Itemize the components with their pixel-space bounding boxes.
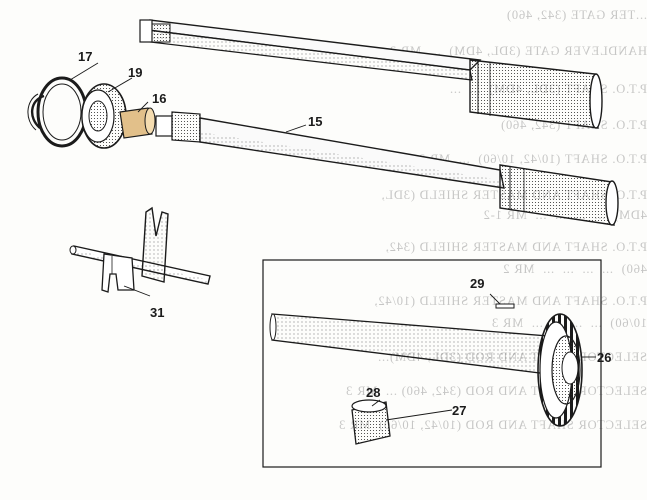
assembly-frame: [262, 259, 602, 468]
callout-19: 19: [128, 65, 143, 80]
circlip: [27, 93, 45, 131]
pin: [495, 303, 515, 309]
callout-28: 28: [366, 385, 381, 400]
leader-lines: [69, 62, 596, 421]
upper-shaft: [139, 19, 603, 129]
sleeve: [351, 399, 391, 445]
ball-bearing: [81, 83, 127, 149]
callout-29: 29: [470, 276, 485, 291]
lower-shaft: [155, 111, 619, 226]
callout-26: 26: [597, 350, 612, 365]
callout-17: 17: [78, 49, 93, 64]
callout-16: 16: [152, 91, 167, 106]
thrust-washer: [36, 76, 88, 148]
callout-15: 15: [308, 114, 323, 129]
gear-shaft: [269, 313, 583, 427]
callout-31: 31: [150, 305, 165, 320]
callout-27: 27: [452, 403, 467, 418]
bushing: [119, 107, 156, 139]
selector-rod-and-fork: [69, 206, 211, 293]
